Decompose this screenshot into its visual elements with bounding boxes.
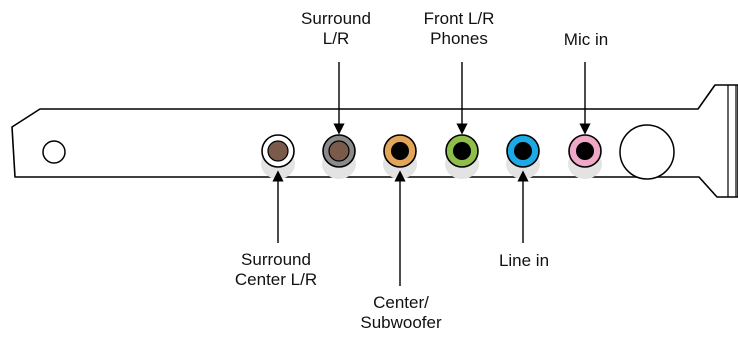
label-surround-center-line-2: Center L/R: [234, 270, 318, 289]
jack-surround-center: [261, 134, 295, 179]
label-line-in-line-1: Line in: [498, 251, 550, 270]
jack-line-in: [506, 134, 540, 179]
label-surround-center-lr: Surround Center L/R: [235, 250, 317, 290]
label-mic-in: Mic in: [564, 30, 608, 50]
jack-front-phones: [445, 134, 479, 179]
label-front-lr-line-2: Phones: [430, 29, 488, 48]
jack-center-subwoofer: [383, 134, 417, 179]
label-surround-center-line-1: Surround: [241, 250, 311, 269]
round-opening: [619, 124, 675, 180]
label-center-subwoofer: Center/ Subwoofer: [360, 293, 441, 333]
label-center-subwoofer-line-2: Subwoofer: [360, 313, 442, 332]
label-line-in: Line in: [499, 251, 549, 271]
label-surround-lr-line-1: Surround: [301, 9, 371, 28]
screw-hole: [42, 140, 66, 164]
label-surround-lr-line-2: L/R: [322, 29, 350, 48]
label-front-lr-line-1: Front L/R: [423, 9, 495, 28]
label-mic-in-line-1: Mic in: [563, 30, 609, 49]
bracket-plate: [11, 84, 738, 198]
jack-mic-in: [568, 134, 602, 179]
label-surround-lr: Surround L/R: [301, 9, 371, 49]
label-front-lr-phones: Front L/R Phones: [424, 9, 495, 49]
jack-surround: [322, 134, 356, 179]
label-center-subwoofer-line-1: Center/: [373, 293, 429, 312]
